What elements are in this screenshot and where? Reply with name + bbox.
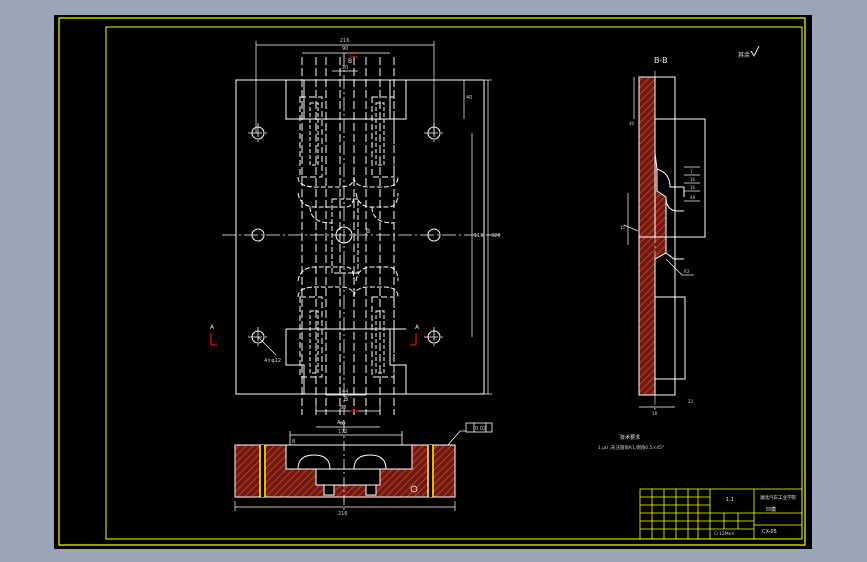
section-b-top: B: [348, 58, 352, 65]
dim-bottom-width: 80: [340, 405, 346, 411]
dim-height: 320: [491, 233, 501, 239]
title-school: 湖北汽车工业学院: [760, 494, 796, 501]
dim-bottom-slot: 44: [342, 389, 348, 395]
aa-dim-overall: 216: [338, 511, 348, 517]
bb-dim-base: 18: [652, 411, 658, 416]
section-b-mid: B: [366, 228, 370, 235]
aa-dim-offset: 8: [292, 439, 295, 445]
dim-top-offset: 40: [466, 95, 472, 101]
dim-overall-width: 216: [340, 38, 350, 44]
bb-dim-b: 16: [690, 177, 696, 182]
main-dimensions: [255, 41, 492, 415]
title-drawing-no: CX-05: [762, 529, 777, 535]
title-drawing-name: 凹模: [766, 506, 776, 513]
title-material: Cr12MoV: [714, 531, 735, 537]
roughness-note: 其余: [738, 51, 750, 59]
drawing-svg: 216 90 20 320 110 40 80 44 4×φ12 A A B B…: [58, 17, 806, 546]
bb-section-view: [623, 71, 706, 411]
bb-dim-r: R3: [684, 269, 690, 274]
main-plan-view: [235, 57, 485, 415]
bb-dim-depth: 40: [629, 121, 635, 126]
tech-req-title: 技术要求: [620, 434, 640, 441]
drawing-canvas[interactable]: 216 90 20 320 110 40 80 44 4×φ12 A A B B…: [54, 15, 812, 549]
hole-note: 4×φ12: [264, 358, 281, 364]
dim-slot-width: 20: [342, 65, 348, 71]
section-a-left: A: [210, 324, 215, 331]
bb-dim-e: 15: [620, 225, 626, 230]
aa-dim-mid: 92: [340, 421, 346, 426]
bb-dim-a: 7: [690, 169, 693, 174]
aa-flatness-tol: 0.02: [475, 426, 486, 432]
inner-frame: [105, 26, 803, 540]
bb-dim-c: 16: [690, 185, 696, 190]
roughness-symbol: [750, 45, 760, 57]
bb-section-title: B-B: [654, 56, 668, 65]
aa-section-title: A-A: [337, 420, 346, 426]
section-a-right: A: [415, 324, 420, 331]
section-markers: [210, 56, 417, 412]
bb-dim-d: 48: [690, 195, 696, 200]
title-block: [639, 488, 803, 540]
aa-dim-top: 172: [338, 429, 348, 435]
section-b-bottom: B: [344, 396, 348, 403]
outer-frame: [58, 17, 806, 546]
title-scale: 1:1: [726, 497, 734, 503]
aa-section-view: [234, 422, 493, 513]
tech-req-text: 1.μ0 ,未注圆角R1,倒角0.5×45°: [598, 444, 664, 451]
dim-half-height: 110: [474, 233, 484, 239]
dim-inner-width: 90: [342, 46, 348, 52]
bb-dim-step: 22: [688, 399, 694, 404]
